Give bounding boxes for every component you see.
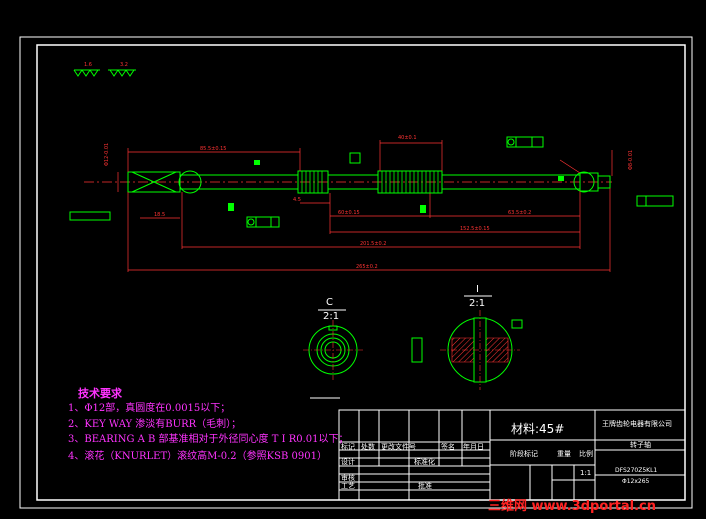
tb-standardization: 标准化 [414, 458, 435, 466]
tb-drawing-no: DFS270Z5KL1 [615, 467, 658, 474]
tb-spec: Φ12x265 [622, 478, 650, 485]
tb-scale-value: 1:1 [580, 469, 592, 477]
svg-text:63.5±0.2: 63.5±0.2 [508, 210, 531, 216]
tb-revision-count: 处数 [361, 443, 375, 451]
note-item: 4、滚花（KNURLET）滚纹高M-0.2（参照KSB 0901） [68, 451, 327, 462]
tb-scale-header: 比例 [579, 450, 593, 458]
datum-markers [228, 160, 564, 213]
svg-text:18.5: 18.5 [154, 212, 165, 218]
section-c-scale: 2:1 [323, 311, 340, 322]
title-block-grid [338, 409, 686, 501]
diameter-dim-right: Φ8-0.01 [628, 150, 634, 170]
dimension-lines [117, 140, 613, 272]
detail-i-scale: 2:1 [469, 298, 486, 309]
tb-process: 工艺 [341, 482, 355, 490]
note-item: 3、BEARING A B 部基准相对于外径同心度 T I R0.01以下； [68, 434, 349, 445]
tb-stage-mark: 阶段标记 [510, 450, 538, 458]
tb-approve: 批准 [418, 482, 432, 490]
tb-revision-date: 年月日 [463, 443, 484, 451]
section-c-label: C [326, 297, 333, 308]
dimension-values: 85.5±0.15 40±0.1 4.5 60±0.15 63.5±0.2 15… [154, 135, 531, 270]
watermark: 三维网 www.3dportal.cn [488, 499, 657, 514]
detail-i-view [411, 310, 523, 390]
tb-weight: 重量 [557, 450, 571, 458]
notes-title: 技术要求 [78, 387, 122, 400]
note-item: 2、KEY WAY 渗淡有BURR（毛刺）； [68, 419, 242, 430]
diameter-dim-left: Φ12-0.01 [104, 143, 110, 166]
svg-text:201.5±0.2: 201.5±0.2 [360, 241, 386, 247]
svg-text:3.2: 3.2 [120, 62, 128, 68]
note-item: 1、Φ12部，真圆度在0.0015以下； [68, 403, 231, 414]
detail-i-label: I [476, 284, 479, 295]
svg-text:85.5±0.15: 85.5±0.15 [200, 146, 226, 152]
tb-material: 材料:45# [511, 422, 565, 436]
svg-text:40±0.1: 40±0.1 [398, 135, 417, 141]
tb-revision-doc: 更改文件号 [381, 443, 416, 451]
svg-text:4.5: 4.5 [293, 197, 301, 203]
tb-part-name: 转子轴 [630, 441, 651, 449]
outer-border [19, 36, 693, 509]
svg-text:1.6: 1.6 [84, 62, 92, 68]
svg-text:60±0.15: 60±0.15 [338, 210, 360, 216]
tb-revision-mark: 标记 [341, 443, 355, 451]
tb-design: 设计 [341, 458, 355, 466]
tb-revision-sign: 签名 [441, 443, 455, 451]
tolerance-frames [69, 136, 674, 228]
svg-text:265±0.2: 265±0.2 [356, 264, 378, 270]
tb-company: 王牌齿轮电器有限公司 [602, 420, 672, 428]
surface-roughness-symbols: 1.6 3.2 [73, 62, 136, 77]
tb-check: 审核 [341, 474, 355, 482]
inner-border [36, 44, 686, 501]
knurled-sections [301, 171, 439, 193]
svg-text:152.5±0.15: 152.5±0.15 [460, 226, 490, 232]
